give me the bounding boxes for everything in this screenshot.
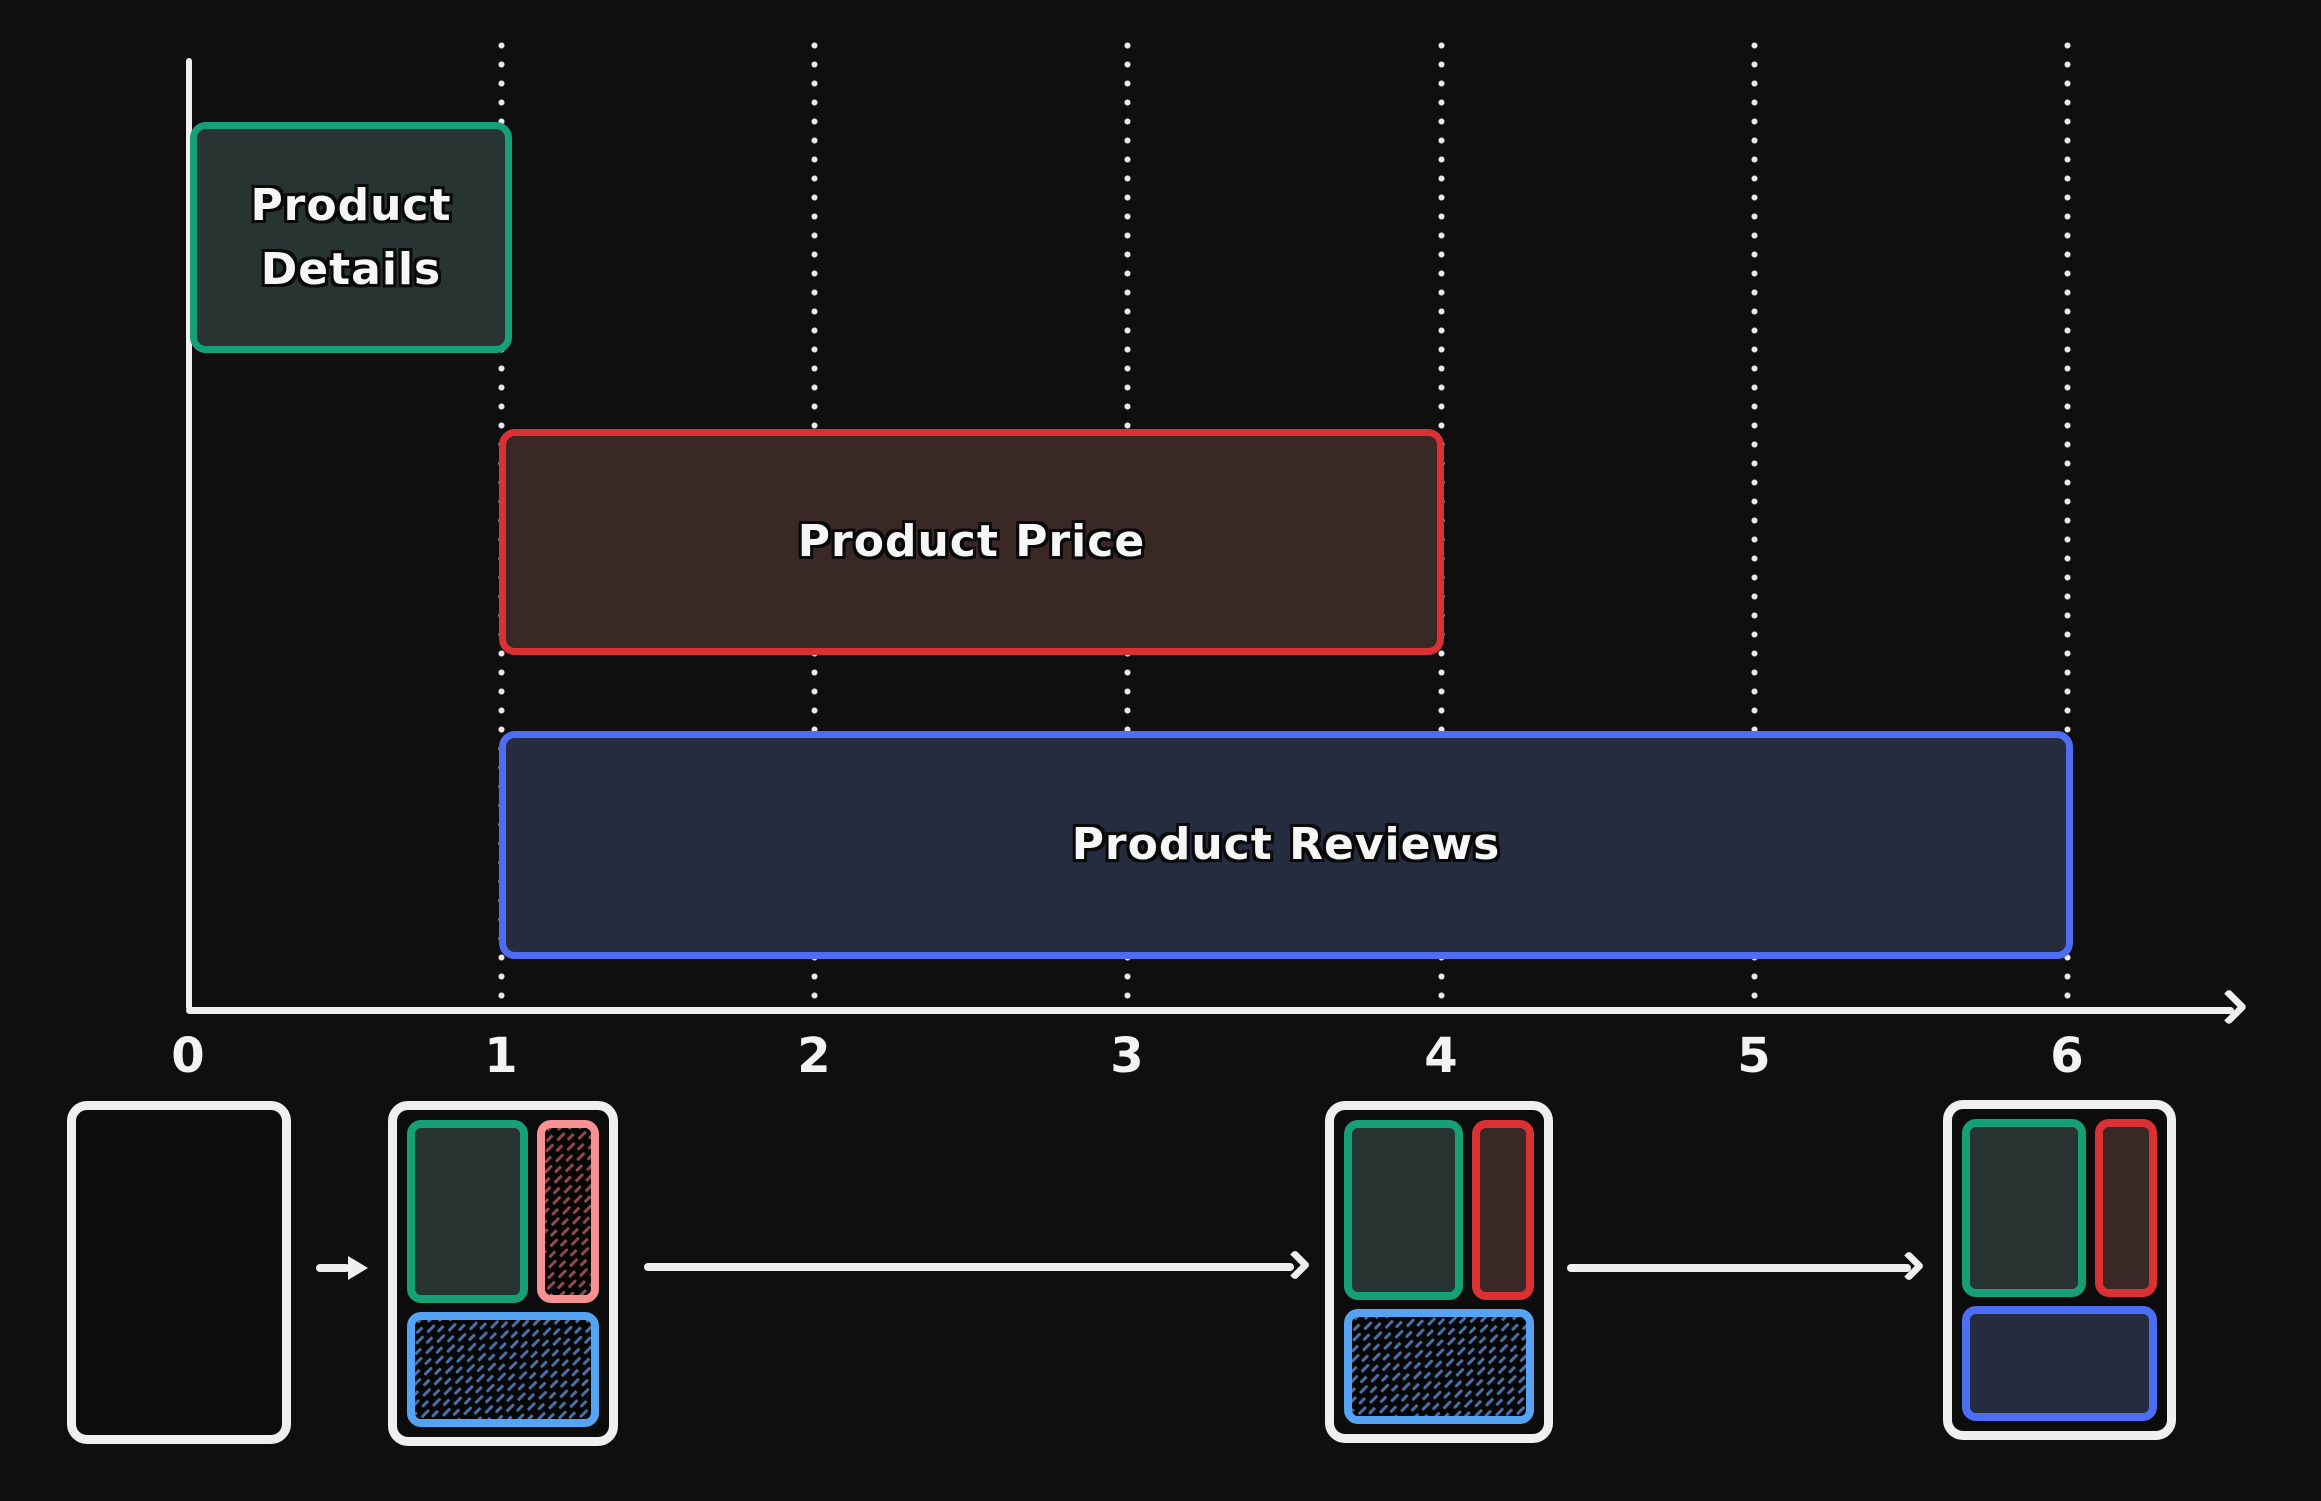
blue-hatch-fill (415, 1320, 591, 1419)
bar-product-details: Product Details (190, 122, 512, 353)
bar-product-price: Product Price (499, 429, 1444, 655)
y-axis-line (186, 58, 192, 1010)
bar-product-details-label: Product Details (250, 179, 452, 295)
flow-arrow-3-head-icon (1893, 1250, 1925, 1282)
tick-label-6: 6 (2050, 1028, 2084, 1084)
reviews-slot-skeleton (407, 1312, 599, 1427)
card-all-loaded (1943, 1100, 2176, 1440)
tick-label-0: 0 (171, 1028, 205, 1084)
reviews-slot-skeleton (1344, 1309, 1534, 1424)
x-axis-line (186, 1007, 2234, 1014)
gridline-6 (2064, 36, 2071, 1010)
gridline-5 (1751, 36, 1758, 1010)
details-slot-loaded (407, 1120, 528, 1303)
price-slot-loaded (2095, 1119, 2157, 1297)
reviews-slot-loaded (1962, 1306, 2157, 1421)
bar-product-price-label: Product Price (797, 516, 1146, 568)
card-empty-shell (67, 1101, 291, 1444)
flow-arrow-1-head-icon (348, 1256, 368, 1280)
tick-label-2: 2 (797, 1028, 831, 1084)
bar-product-reviews: Product Reviews (499, 731, 2073, 959)
card-price-loaded (1325, 1101, 1553, 1443)
flow-arrow-3 (1567, 1264, 1911, 1272)
flow-arrow-2 (644, 1263, 1294, 1271)
tick-label-1: 1 (484, 1028, 518, 1084)
tick-label-3: 3 (1110, 1028, 1144, 1084)
card-details-loaded (388, 1101, 618, 1446)
price-slot-skeleton (537, 1120, 599, 1303)
details-slot-loaded (1962, 1119, 2086, 1297)
flow-arrow-1 (316, 1264, 350, 1272)
axis-arrowhead-icon (2210, 988, 2248, 1026)
bar-product-reviews-label: Product Reviews (1071, 819, 1501, 871)
blue-hatch-fill (1352, 1317, 1526, 1416)
red-hatch-fill (545, 1128, 591, 1295)
flow-arrow-2-head-icon (1279, 1249, 1311, 1281)
details-slot-loaded (1344, 1120, 1463, 1300)
price-slot-loaded (1472, 1120, 1534, 1300)
tick-label-4: 4 (1424, 1028, 1458, 1084)
tick-label-5: 5 (1737, 1028, 1771, 1084)
